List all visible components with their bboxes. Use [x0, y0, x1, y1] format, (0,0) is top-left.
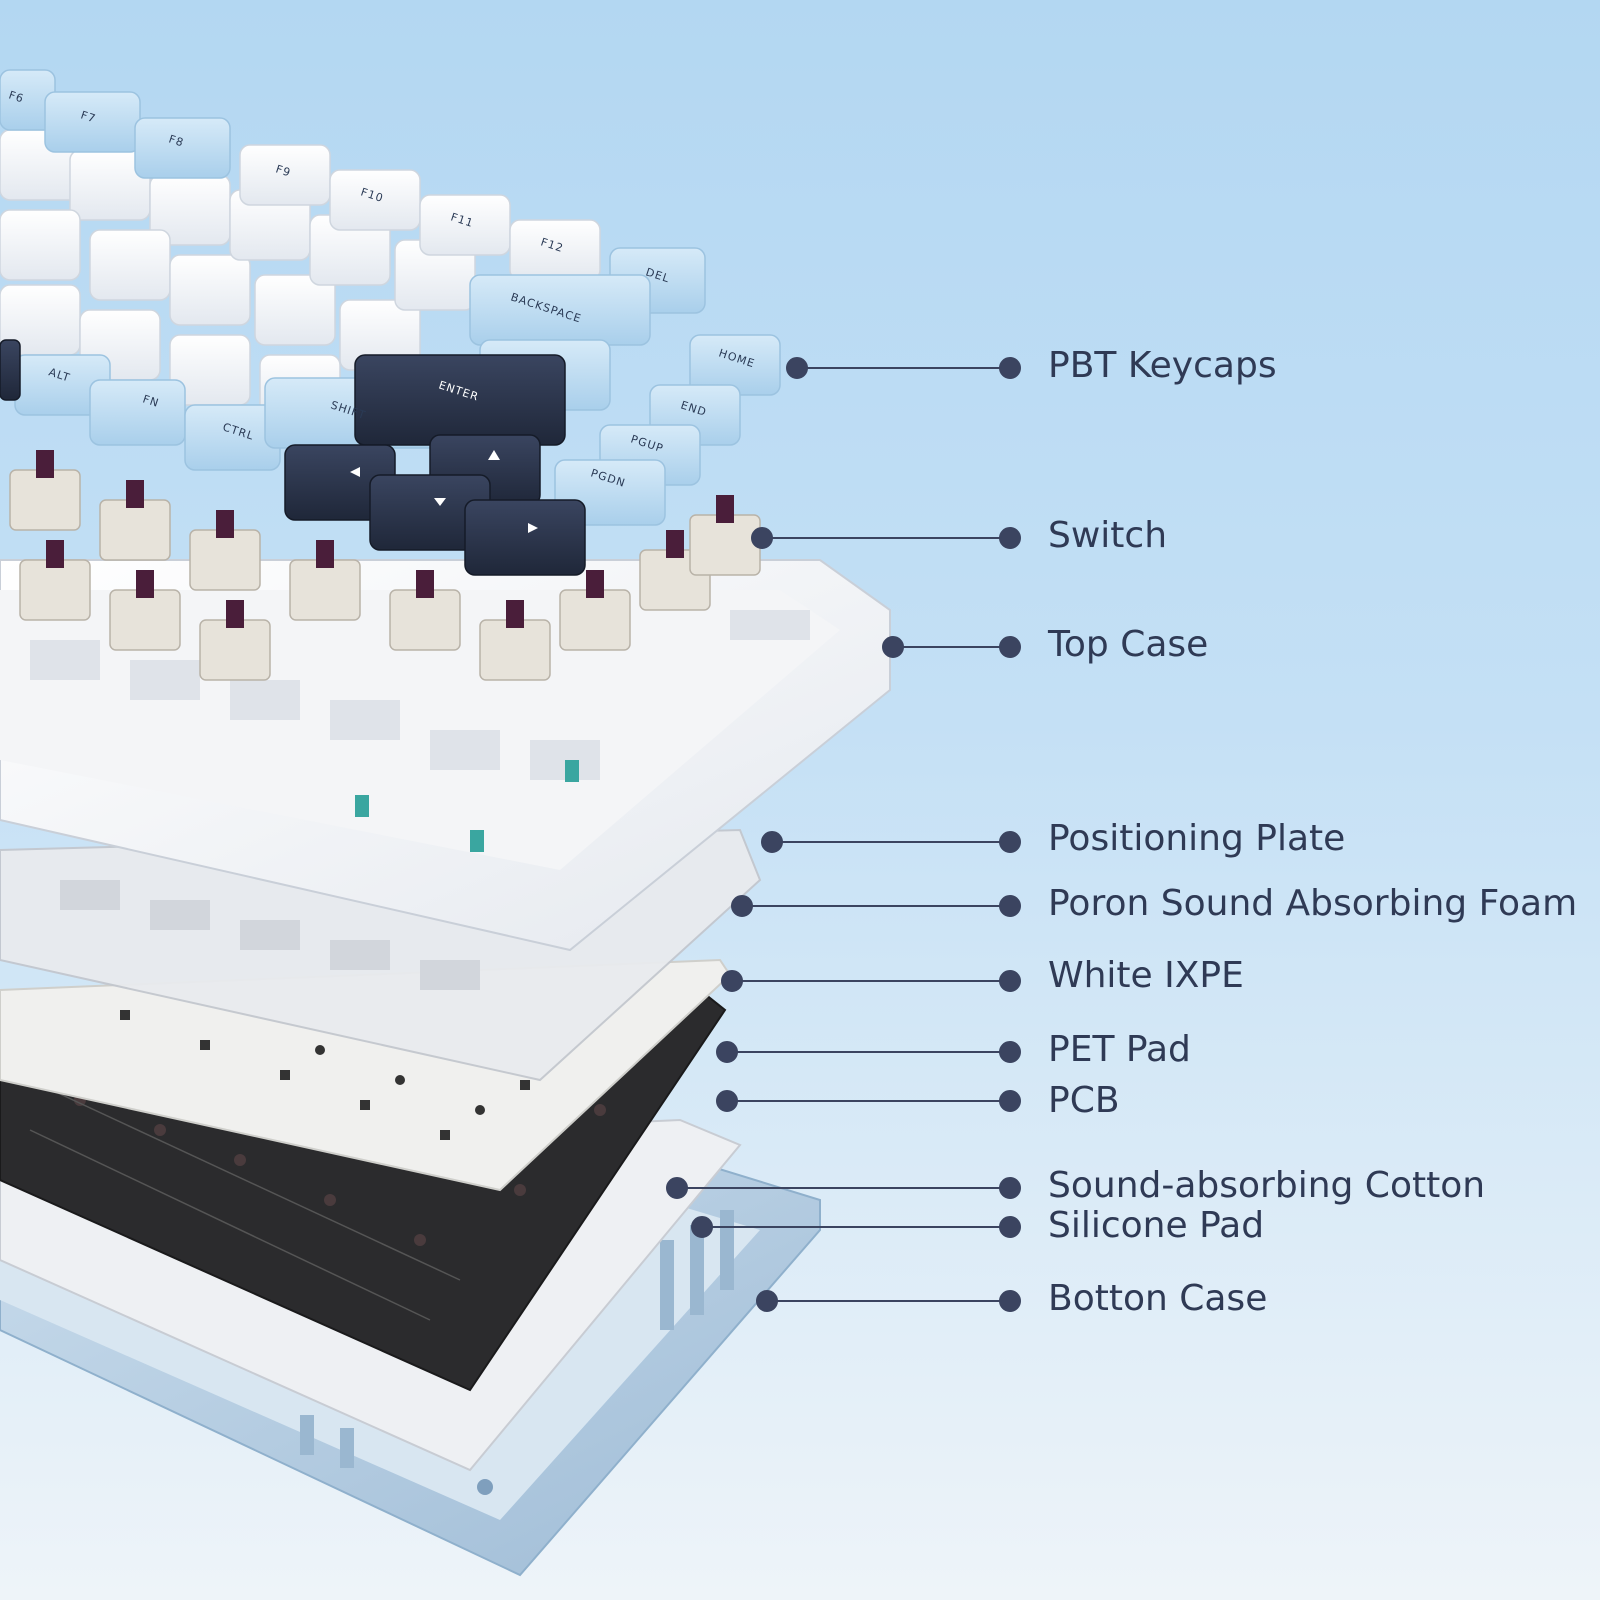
label-white-ixpe: White IXPE: [1048, 955, 1244, 996]
label-bottom-case: Botton Case: [1048, 1278, 1268, 1319]
label-switch: Switch: [1048, 515, 1168, 556]
label-cotton: Sound-absorbing Cotton: [1048, 1165, 1486, 1206]
label-pet-pad: PET Pad: [1048, 1029, 1191, 1070]
keycap-f6: F6: [7, 88, 26, 105]
label-pcb: PCB: [1048, 1080, 1120, 1121]
label-pbt-keycaps: PBT Keycaps: [1048, 345, 1277, 386]
keycap-f8: F8: [167, 132, 186, 149]
keycap-f9: F9: [274, 162, 293, 179]
arrow-up-icon: [488, 450, 500, 460]
label-poron-foam: Poron Sound Absorbing Foam: [1048, 883, 1578, 924]
keycap-f7: F7: [79, 108, 98, 125]
arrow-down-icon: [434, 498, 446, 506]
keycap-fn: FN: [141, 392, 161, 409]
label-silicone-pad: Silicone Pad: [1048, 1205, 1265, 1246]
label-positioning-plate: Positioning Plate: [1048, 818, 1346, 859]
label-top-case: Top Case: [1048, 624, 1209, 665]
arrow-right-icon: [528, 523, 538, 533]
keycaps: F6 F7 F8 F9 F10 F11 F12 DEL BACKSPACE HO…: [0, 69, 781, 576]
keycap-alt: ALT: [47, 365, 72, 384]
switches: [9, 450, 761, 681]
arrow-left-icon: [350, 467, 360, 477]
